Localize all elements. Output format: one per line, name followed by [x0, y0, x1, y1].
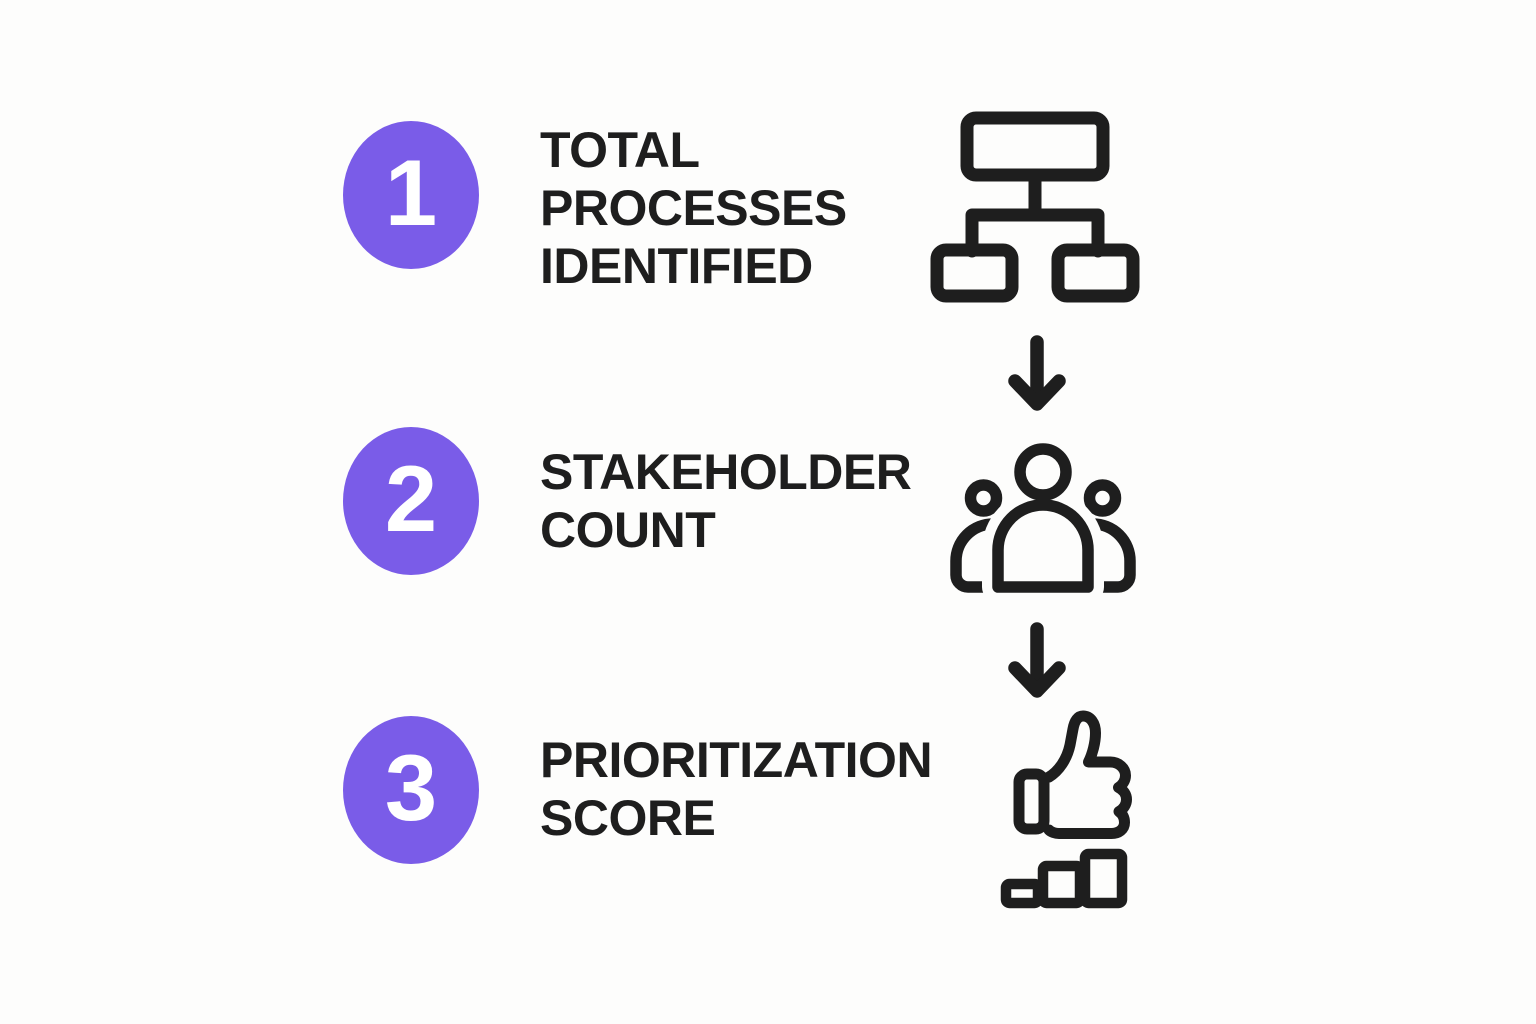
down-arrow-icon	[1008, 335, 1066, 411]
org-chart-icon	[930, 111, 1140, 303]
people-group-icon	[950, 443, 1136, 599]
step-1-number-badge: 1	[343, 121, 479, 269]
step-3-label: PRIORITIZATION SCORE	[540, 731, 933, 847]
step-2-number: 2	[384, 446, 438, 551]
step-1-label-line: TOTAL	[540, 122, 700, 178]
step-1-label: TOTAL PROCESSES IDENTIFIED	[540, 121, 847, 295]
thumbs-up-bar-chart-icon	[1000, 710, 1132, 909]
step-1-label-line: IDENTIFIED	[540, 238, 813, 294]
step-2-label-line: STAKEHOLDER	[540, 444, 912, 500]
step-1-number: 1	[384, 140, 438, 245]
step-1-label-line: PROCESSES	[540, 180, 847, 236]
down-arrow-icon	[1008, 622, 1066, 698]
step-3-number-badge: 3	[343, 716, 479, 864]
step-2-number-badge: 2	[343, 427, 479, 575]
step-3-label-line: SCORE	[540, 790, 716, 846]
step-2-label-line: COUNT	[540, 502, 716, 558]
step-2-label: STAKEHOLDER COUNT	[540, 443, 912, 559]
step-3-number: 3	[384, 735, 438, 840]
step-3-label-line: PRIORITIZATION	[540, 732, 933, 788]
